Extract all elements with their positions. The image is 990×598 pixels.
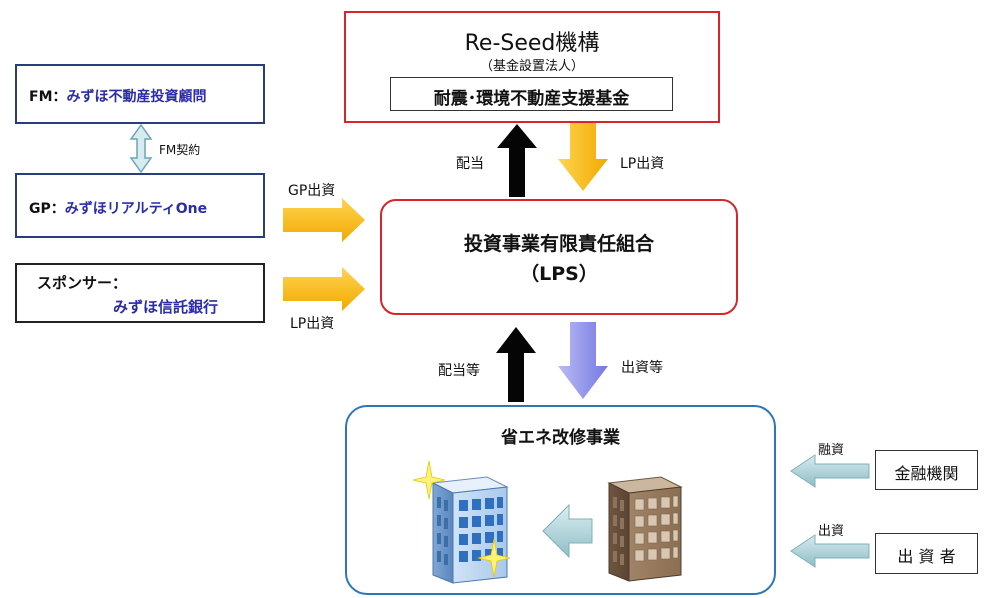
lps-title: 投資事業有限責任組合 [463, 233, 654, 255]
fm-company: みずほ不動産投資顧問 [66, 89, 207, 105]
gp-investment-label: GP出資 [288, 183, 336, 199]
reseed-title: Re-Seed機構 [464, 31, 600, 56]
investment-etc-label: 出資等 [621, 360, 663, 376]
fund-label: 耐震･環境不動産支援基金 [433, 89, 630, 109]
sponsor-label: スポンサー： [37, 274, 128, 292]
fm-contract-arrow [129, 123, 153, 174]
equity-label: 出資 [818, 524, 845, 539]
fm-box: FM：みずほ不動産投資顧問 [15, 64, 265, 124]
loan-label: 融資 [818, 443, 845, 458]
gp-prefix: GP： [29, 201, 65, 217]
sponsor-box: スポンサー： みずほ信託銀行 [15, 263, 265, 323]
lp-investment-down-arrow-top [558, 123, 608, 191]
lp-investment-label-top: LP出資 [620, 156, 665, 172]
dividend-label-top: 配当 [456, 156, 484, 172]
dividend-etc-label: 配当等 [438, 363, 480, 379]
dividend-etc-up-arrow [496, 327, 536, 402]
project-illustration [412, 460, 683, 584]
equity-arrow [790, 534, 870, 568]
gp-investment-arrow [283, 198, 365, 242]
gp-company: みずほリアルティOne [64, 201, 208, 217]
fund-box: 耐震･環境不動産支援基金 [390, 77, 673, 111]
financial-institution-label: 金融機関 [894, 464, 959, 483]
loan-arrow [790, 454, 870, 488]
investor-label: 出 資 者 [897, 547, 956, 566]
lps-abbreviation: （LPS） [520, 263, 598, 285]
sponsor-lp-investment-label: LP出資 [290, 316, 335, 332]
reseed-organization-box: Re-Seed機構 （基金設置法人） 耐震･環境不動産支援基金 [344, 11, 720, 123]
gp-text: GP：みずほリアルティOne [29, 198, 207, 218]
fm-text: FM：みずほ不動産投資顧問 [29, 86, 207, 106]
investor-box: 出 資 者 [875, 533, 978, 574]
lps-box: 投資事業有限責任組合 （LPS） [380, 199, 738, 315]
reseed-subtitle: （基金設置法人） [479, 59, 584, 74]
sparkle-icon-2 [477, 538, 511, 578]
investment-etc-down-arrow [558, 322, 608, 399]
renovation-project-box: 省エネ改修事業 [345, 405, 776, 595]
financial-institution-box: 金融機関 [875, 450, 978, 490]
project-title: 省エネ改修事業 [501, 428, 620, 448]
fm-contract-label: FM契約 [159, 143, 201, 157]
dividend-up-arrow-top [497, 124, 537, 197]
sponsor-company: みずほ信託銀行 [113, 298, 219, 316]
sponsor-lp-investment-arrow [283, 267, 365, 311]
sparkle-icon [412, 460, 446, 500]
gp-box: GP：みずほリアルティOne [15, 173, 265, 238]
renovation-arrow [542, 503, 593, 559]
old-building-icon [607, 476, 683, 582]
fm-prefix: FM： [29, 89, 67, 105]
